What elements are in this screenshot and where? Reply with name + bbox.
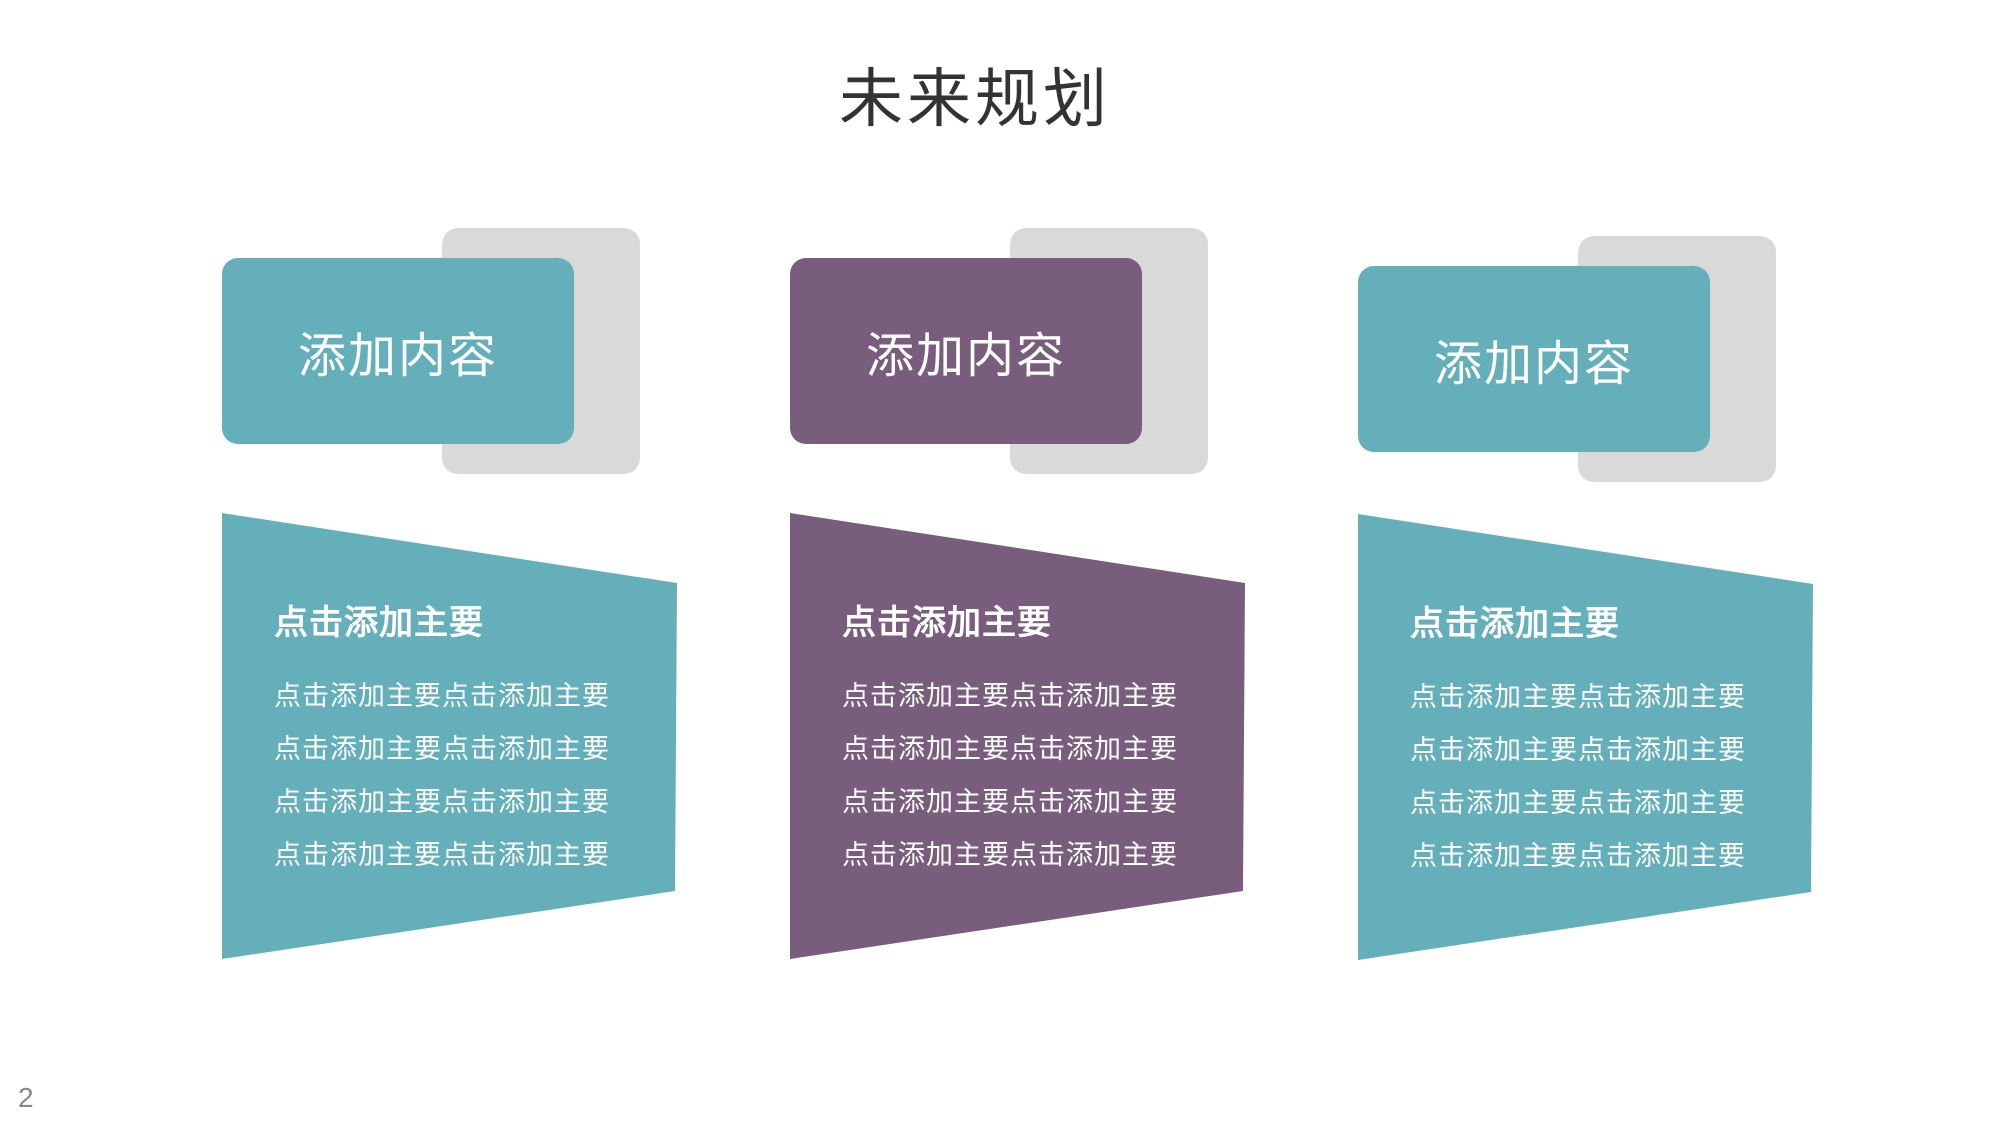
card-head-box[interactable]: 添加内容 <box>222 258 574 444</box>
card-body-heading: 点击添加主要 <box>274 603 484 643</box>
card-head-label: 添加内容 <box>865 328 1066 384</box>
card-body-line: 点击添加主要点击添加主要 <box>842 840 1178 871</box>
plan-card-3: 添加内容 点击添加主要 点击添加主要点击添加主要 点击添加主要点击添加主要 点击… <box>1358 228 1818 988</box>
card-body-trapezoid: 点击添加主要 点击添加主要点击添加主要 点击添加主要点击添加主要 点击添加主要点… <box>222 513 677 959</box>
trapezoid-fill <box>222 513 677 959</box>
card-body-line: 点击添加主要点击添加主要 <box>842 734 1178 765</box>
page-number: 2 <box>18 1082 34 1113</box>
card-body-heading: 点击添加主要 <box>842 603 1052 643</box>
card-head-label: 添加内容 <box>297 328 498 384</box>
card-head-label: 添加内容 <box>1433 336 1634 392</box>
card-body-line: 点击添加主要点击添加主要 <box>274 787 610 818</box>
plan-card-2: 添加内容 点击添加主要 点击添加主要点击添加主要 点击添加主要点击添加主要 点击… <box>790 220 1250 980</box>
card-body-line: 点击添加主要点击添加主要 <box>274 681 610 712</box>
card-body-line: 点击添加主要点击添加主要 <box>1410 788 1746 819</box>
card-body-line: 点击添加主要点击添加主要 <box>842 787 1178 818</box>
card-body-line: 点击添加主要点击添加主要 <box>274 734 610 765</box>
card-body-trapezoid: 点击添加主要 点击添加主要点击添加主要 点击添加主要点击添加主要 点击添加主要点… <box>790 513 1245 959</box>
card-body-text[interactable]: 点击添加主要 点击添加主要点击添加主要 点击添加主要点击添加主要 点击添加主要点… <box>1410 596 1746 883</box>
card-body-trapezoid: 点击添加主要 点击添加主要点击添加主要 点击添加主要点击添加主要 点击添加主要点… <box>1358 514 1813 960</box>
card-body-line: 点击添加主要点击添加主要 <box>1410 841 1746 872</box>
trapezoid-shape <box>790 513 1245 959</box>
trapezoid-fill <box>1358 514 1813 960</box>
card-head-box[interactable]: 添加内容 <box>1358 266 1710 452</box>
card-body-text[interactable]: 点击添加主要 点击添加主要点击添加主要 点击添加主要点击添加主要 点击添加主要点… <box>842 595 1178 882</box>
card-body-text[interactable]: 点击添加主要 点击添加主要点击添加主要 点击添加主要点击添加主要 点击添加主要点… <box>274 595 610 882</box>
plan-card-1: 添加内容 点击添加主要 点击添加主要点击添加主要 点击添加主要点击添加主要 点击… <box>222 220 682 980</box>
card-body-line: 点击添加主要点击添加主要 <box>842 681 1178 712</box>
trapezoid-fill <box>790 513 1245 959</box>
trapezoid-shape <box>222 513 677 959</box>
card-head-box[interactable]: 添加内容 <box>790 258 1142 444</box>
trapezoid-shape <box>1358 514 1813 960</box>
card-body-line: 点击添加主要点击添加主要 <box>274 840 610 871</box>
page-title: 未来规划 <box>839 63 1111 137</box>
card-body-line: 点击添加主要点击添加主要 <box>1410 735 1746 766</box>
card-body-heading: 点击添加主要 <box>1410 604 1620 644</box>
card-body-line: 点击添加主要点击添加主要 <box>1410 682 1746 713</box>
